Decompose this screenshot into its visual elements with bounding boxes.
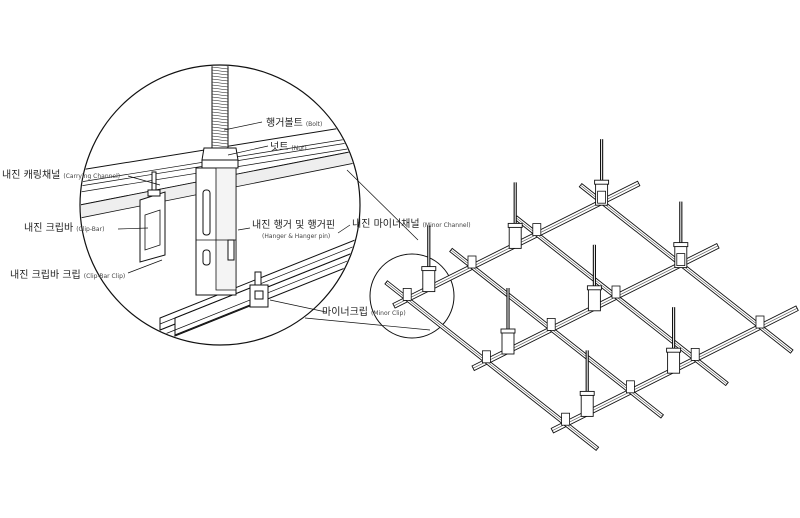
hanger-2 [508, 225, 522, 249]
locator-circle [369, 253, 455, 339]
minor-clip [755, 315, 765, 329]
minor-clip [611, 285, 621, 299]
minor-clip [467, 255, 477, 269]
minor-clip [690, 347, 700, 361]
hanger-detail [195, 167, 237, 296]
minor-clip [676, 253, 686, 267]
hanger-1 [422, 269, 436, 293]
ceiling-grid-assembly [384, 139, 799, 451]
label-hanger: 내진 행거 및 행거핀 [252, 219, 335, 231]
minor-clip [546, 317, 556, 331]
label-minor-clip: 마이너크립(Minor Clip) [322, 305, 406, 318]
minor-clip [626, 380, 635, 394]
labels: 행거볼트(Bolt) 넛트(Nut) 내진 캐링채널(Carrying Chan… [2, 117, 471, 318]
hanger-4 [501, 331, 515, 355]
label-clip-bar: 내진 크립바(Clip-Bar) [24, 221, 104, 234]
label-minor-channel: 내진 마이너채널(Minor Channel) [352, 218, 471, 230]
minor-clip [597, 190, 606, 204]
hanger-7 [580, 393, 594, 417]
hanger-8 [667, 350, 681, 374]
label-hanger-en: (Hanger & Hanger pin) [262, 233, 330, 240]
minor-clip [402, 287, 412, 301]
label-clip-bar-clip: 내진 크립바 크립(Clip-Bar Clip) [10, 268, 125, 281]
hanger-5 [587, 288, 601, 312]
minor-clip [561, 412, 570, 426]
magnifier-detail [79, 64, 431, 346]
label-bolt: 행거볼트(Bolt) [266, 117, 322, 129]
minor-clip-detail [249, 271, 269, 308]
hanger-bolt-detail [201, 66, 239, 169]
minor-clip [532, 223, 542, 237]
leader-lines [117, 121, 351, 313]
label-carrying-channel: 내진 캐링채널(Carrying Channel) [2, 169, 120, 181]
minor-clip [481, 350, 491, 364]
connector-line-top [346, 169, 419, 241]
connector-line-bottom [304, 317, 431, 331]
label-nut: 넛트(Nut) [270, 141, 307, 153]
